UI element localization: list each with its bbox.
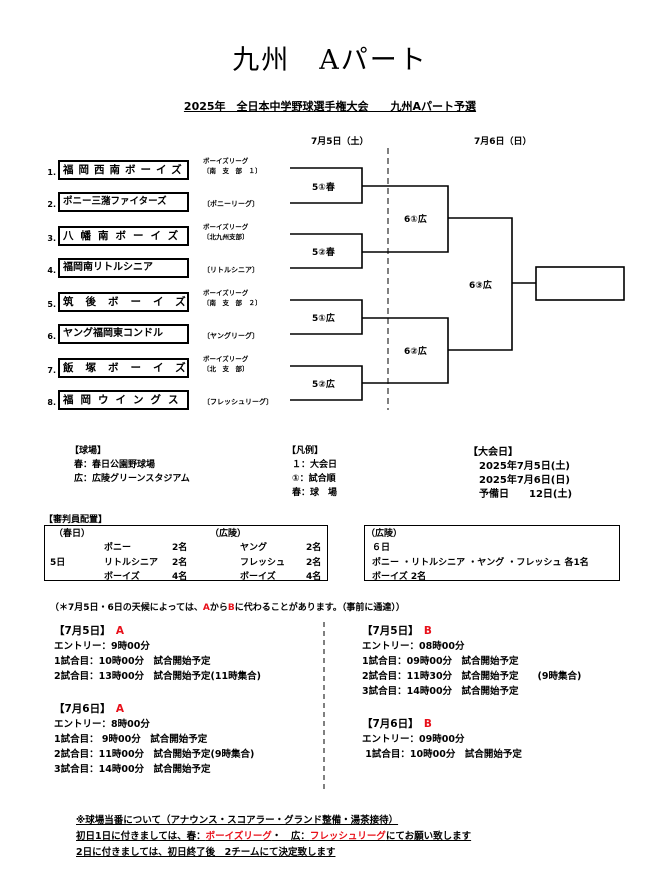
legend-line: 春：球 場 [292, 488, 338, 498]
team-number: 5. [47, 300, 56, 309]
team-league-branch: 〔南 支 部 １〕 [203, 167, 262, 175]
venue-line: 広：広陵グリーンスタジアム [74, 474, 190, 484]
team-number: 7. [47, 366, 56, 375]
dates-line: 予備日 12日(土) [479, 489, 573, 500]
schedule-divider [323, 622, 325, 792]
team-number: 1. [47, 168, 56, 177]
bracket-lines [290, 148, 625, 410]
dates-line: 2025年7月5日(土) [479, 461, 570, 472]
team-name-box: ポニー三潴ファイターズ [58, 192, 189, 212]
umpire-league: リトルシニア [104, 558, 159, 568]
venue-heading: 【球場】 [70, 446, 107, 456]
team-name-box: 筑後ボーイズ [58, 292, 189, 312]
umpire-day-label: 5日 [50, 558, 66, 568]
team-league: ボーイズリーグ [203, 157, 249, 165]
venue-line: 春：春日公園野球場 [74, 460, 156, 470]
team-name-box: ヤング福岡東コンドル [58, 324, 189, 344]
team-league-branch: 〔北 支 部〕 [203, 365, 249, 373]
umpire-col-kasuga: （春日） [54, 529, 91, 539]
umpire-count: 2名 [172, 543, 188, 553]
umpire-count: 4名 [306, 572, 322, 582]
legend-heading: 【凡例】 [287, 446, 324, 456]
schedule-a-day6: 【7月6日】 A エントリー：8時00分 1試合目： 9時00分 試合開始予定 … [54, 703, 255, 775]
team-league: 〔ポニーリーグ〕 [203, 200, 259, 208]
schedule-b-day5: 【7月5日】 B エントリー：08時00分 1試合目：09時00分 試合開始予定… [362, 625, 582, 697]
match-label: 6①広 [404, 215, 427, 225]
umpire-heading: 【審判員配置】 [44, 515, 108, 525]
team-league: 〔フレッシュリーグ〕 [203, 398, 273, 406]
dates-heading: 【大会日】 [468, 447, 518, 458]
match-label: 5①春 [312, 183, 335, 193]
match-label: 5①広 [312, 314, 335, 324]
umpire-left-frame [44, 525, 328, 581]
duty-note-day1: 初日1日に付きましては、春：ボーイズリーグ・ 広：フレッシュリーグにてお願い致し… [76, 831, 472, 842]
team-name-box: 八幡南ボーイズ [58, 226, 189, 246]
umpire-right-day: ６日 [372, 543, 391, 553]
day2-header: 7月6日（日） [474, 137, 532, 147]
tournament-subtitle: 2025年 全日本中学野球選手権大会 九州Aパート予選 [183, 100, 477, 113]
match-label: 5②春 [312, 248, 335, 258]
match-label: 5②広 [312, 380, 335, 390]
team-number: 6. [47, 332, 56, 341]
team-number: 3. [47, 234, 56, 243]
match-label: 6③広 [469, 281, 492, 291]
team-league: ボーイズリーグ [203, 355, 249, 363]
legend-line: １：大会日 [292, 460, 338, 470]
umpire-right-line: ボーイズ 2名 [372, 572, 427, 582]
team-league: 〔ヤングリーグ〕 [203, 332, 259, 340]
umpire-league: ボーイズ [240, 572, 276, 582]
umpire-count: 2名 [306, 543, 322, 553]
day1-header: 7月5日（土） [311, 137, 369, 147]
umpire-col-koryo: （広陵） [210, 529, 247, 539]
team-name-box: 飯塚ボーイズ [58, 358, 189, 378]
umpire-league: ポニー [104, 543, 132, 553]
weather-note: （＊7月5日・6日の天候によっては、AからBに代わることがあります。（事前に通達… [50, 603, 405, 613]
team-number: 8. [47, 398, 56, 407]
team-league: 〔リトルシニア〕 [203, 266, 259, 274]
team-number: 4. [47, 266, 56, 275]
dates-line: 2025年7月6日(日) [479, 475, 570, 486]
umpire-league: ヤング [240, 543, 268, 553]
umpire-right-line: ポニー ・リトルシニア ・ヤング ・フレッシュ 各1名 [372, 558, 589, 568]
umpire-count: 2名 [306, 558, 322, 568]
umpire-right-heading: （広陵） [366, 529, 403, 539]
umpire-right-frame [364, 525, 620, 581]
duty-note-day2: 2日に付きましては、初日終了後 2チームにて決定致します [76, 847, 336, 858]
match-label: 6②広 [404, 347, 427, 357]
team-league: ボーイズリーグ [203, 289, 249, 297]
umpire-league: ボーイズ [104, 572, 140, 582]
page-title: 九州 Aパート [232, 45, 428, 76]
umpire-league: フレッシュ [240, 558, 286, 568]
team-league-branch: 〔南 支 部 ２〕 [203, 299, 262, 307]
legend-line: ①：試合順 [292, 474, 336, 484]
umpire-count: 2名 [172, 558, 188, 568]
team-name-box: 福岡ウイングス [58, 390, 189, 410]
team-number: 2. [47, 200, 56, 209]
schedule-a-day5: 【7月5日】 A エントリー：9時00分 1試合目：10時00分 試合開始予定 … [54, 625, 261, 682]
team-name-box: 福岡西南ボーイズ [58, 160, 189, 180]
team-league: ボーイズリーグ [203, 223, 249, 231]
team-name-box: 福岡南リトルシニア [58, 258, 189, 278]
schedule-b-day6: 【7月6日】 B エントリー：09時00分 1試合目：10時00分 試合開始予定 [362, 718, 522, 760]
umpire-count: 4名 [172, 572, 188, 582]
team-league-branch: 〔北九州支部〕 [203, 233, 249, 241]
duty-note-heading: ※球場当番について（アナウンス・スコアラー・グランド整備・湯茶接待） [76, 815, 399, 826]
